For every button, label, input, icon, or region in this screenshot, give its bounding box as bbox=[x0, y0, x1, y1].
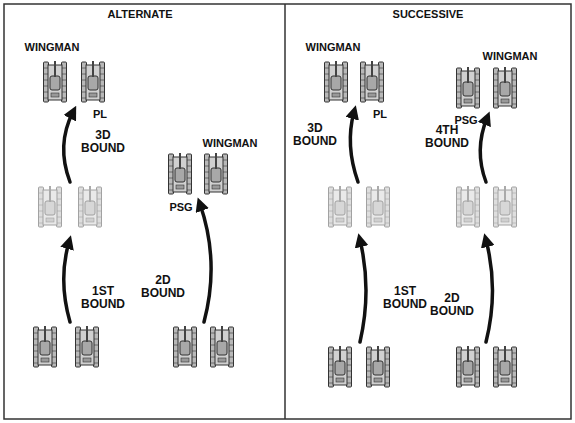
bound-arrow bbox=[360, 240, 366, 342]
tank-icon bbox=[205, 153, 228, 194]
bound-arrow bbox=[64, 242, 70, 322]
panel-heading: ALTERNATE bbox=[108, 8, 173, 20]
tank-icon bbox=[82, 61, 105, 102]
divider bbox=[284, 4, 286, 419]
tank-icon bbox=[367, 186, 390, 227]
bound-arrow bbox=[64, 112, 73, 182]
tank-icon bbox=[211, 326, 234, 367]
tank-icon bbox=[44, 61, 67, 102]
tank-icon bbox=[494, 186, 517, 227]
vehicle-label: PSG bbox=[169, 201, 192, 213]
vehicle-label: PL bbox=[373, 108, 387, 120]
bound-label: 4TH BOUND bbox=[422, 124, 472, 150]
vehicle-label: WINGMAN bbox=[483, 50, 538, 62]
bound-label: 3D BOUND bbox=[290, 122, 340, 148]
bound-arrow bbox=[350, 112, 358, 182]
tank-icon bbox=[329, 346, 352, 387]
tank-icon bbox=[457, 67, 480, 108]
tank-icon bbox=[329, 186, 352, 227]
bound-label: 2D BOUND bbox=[427, 292, 477, 318]
panel-heading: SUCCESSIVE bbox=[393, 8, 464, 20]
bound-label: 2D BOUND bbox=[138, 274, 188, 300]
tank-icon bbox=[457, 346, 480, 387]
tank-icon bbox=[79, 186, 102, 227]
tank-icon bbox=[361, 61, 384, 102]
bound-arrow bbox=[200, 204, 211, 322]
tank-icon bbox=[34, 326, 57, 367]
frame bbox=[4, 4, 571, 419]
tank-icon bbox=[494, 67, 517, 108]
tank-icon bbox=[457, 186, 480, 227]
tank-group bbox=[34, 61, 517, 387]
tank-icon bbox=[39, 186, 62, 227]
vehicle-label: WINGMAN bbox=[25, 41, 80, 53]
vehicle-label: PL bbox=[93, 108, 107, 120]
bound-label: 1ST BOUND bbox=[380, 285, 430, 311]
bound-label: 1ST BOUND bbox=[78, 285, 128, 311]
bound-arrow bbox=[486, 240, 493, 342]
tank-icon bbox=[169, 153, 192, 194]
bound-arrow bbox=[480, 118, 487, 182]
bound-label: 3D BOUND bbox=[78, 129, 128, 155]
vehicle-label: WINGMAN bbox=[203, 137, 258, 149]
tank-icon bbox=[325, 61, 348, 102]
vehicle-label: WINGMAN bbox=[306, 41, 361, 53]
tank-icon bbox=[367, 346, 390, 387]
tank-icon bbox=[174, 326, 197, 367]
tank-icon bbox=[76, 326, 99, 367]
tank-icon bbox=[494, 346, 517, 387]
bound-arrows bbox=[64, 112, 493, 342]
